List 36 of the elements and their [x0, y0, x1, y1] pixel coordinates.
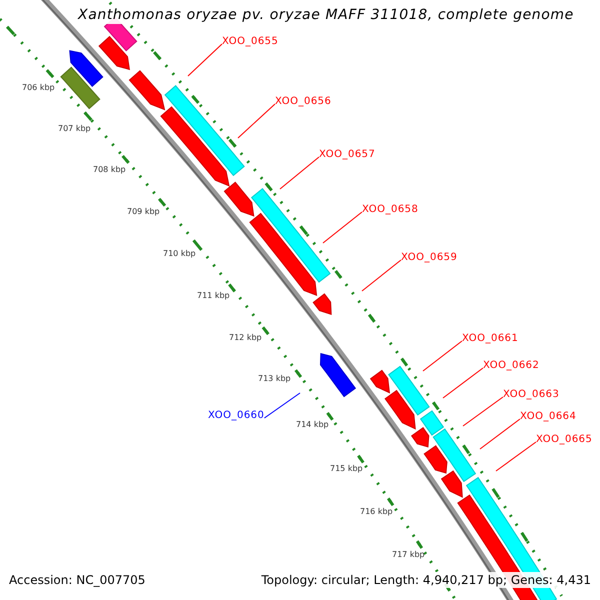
- scale-label: 716 kbp: [360, 507, 393, 517]
- scale-label: 714 kbp: [296, 420, 329, 430]
- scale-label: 708 kbp: [93, 165, 126, 175]
- footer-text: Topology: circular; Length: 4,940,217 bp; Genes: 4,431: [259, 572, 593, 588]
- leader-line: [188, 44, 222, 76]
- gene-label: XOO_0656: [275, 96, 332, 108]
- scale-label: 715 kbp: [330, 464, 363, 474]
- footer-text: Accession: NC_007705: [7, 572, 148, 588]
- leader-line: [322, 212, 362, 244]
- gene-label: XOO_0661: [462, 333, 518, 345]
- leader-line: [280, 156, 320, 190]
- scale-label: 713 kbp: [258, 374, 291, 384]
- scale-label: 707 kbp: [58, 124, 91, 134]
- leader-line: [362, 260, 402, 292]
- scale-label: 712 kbp: [229, 333, 262, 343]
- gene-label: XOO_0662: [483, 360, 540, 372]
- leader-line: [238, 104, 276, 138]
- gene-label: XOO_0658: [362, 204, 418, 216]
- leader-line: [264, 392, 300, 418]
- gene-label: XOO_0659: [401, 252, 458, 264]
- scale-label: 710 kbp: [163, 249, 196, 259]
- leader-line: [496, 442, 536, 472]
- leader-line: [480, 418, 520, 450]
- scale-label: 717 kbp: [392, 550, 425, 560]
- leader-line: [462, 396, 504, 426]
- gene-label: XOO_0660: [208, 410, 264, 422]
- scale-label: 711 kbp: [197, 291, 230, 301]
- gene-label: XOO_0657: [319, 149, 376, 161]
- gene-label: XOO_0663: [503, 389, 560, 401]
- leader-line: [422, 340, 462, 372]
- scale-label: 706 kbp: [22, 83, 55, 93]
- gene-label: XOO_0655: [222, 36, 278, 48]
- scale-label: 709 kbp: [127, 207, 160, 217]
- gene-label: XOO_0665: [536, 434, 592, 446]
- leader-line: [442, 368, 484, 398]
- gene-label: XOO_0664: [520, 411, 576, 423]
